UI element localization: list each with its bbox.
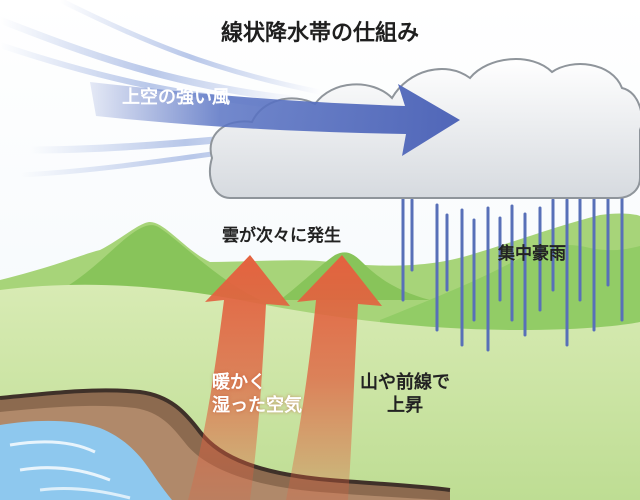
updraft-arrow-right (286, 255, 382, 500)
diagram-title: 線状降水帯の仕組み (220, 21, 419, 46)
rain-label: 集中豪雨 (498, 244, 566, 264)
heavy-rain-lines (401, 178, 624, 352)
moist-air-label-line1: 暖かく (212, 372, 266, 393)
moist-air-label: 暖かく 湿った空気 (212, 372, 302, 417)
lift-label-line1: 山や前線で (360, 372, 450, 393)
left-mountain (40, 225, 260, 300)
clouds-label: 雲が次々に発生 (222, 226, 341, 246)
moist-air-label-line2: 湿った空気 (212, 394, 302, 416)
lift-label: 山や前線で 上昇 (360, 372, 450, 417)
updraft-arrow-left (188, 255, 290, 500)
wind-label: 上空の強い風 (122, 87, 230, 108)
lift-label-line2: 上昇 (387, 394, 423, 416)
upper-wind-arrow (90, 82, 460, 156)
